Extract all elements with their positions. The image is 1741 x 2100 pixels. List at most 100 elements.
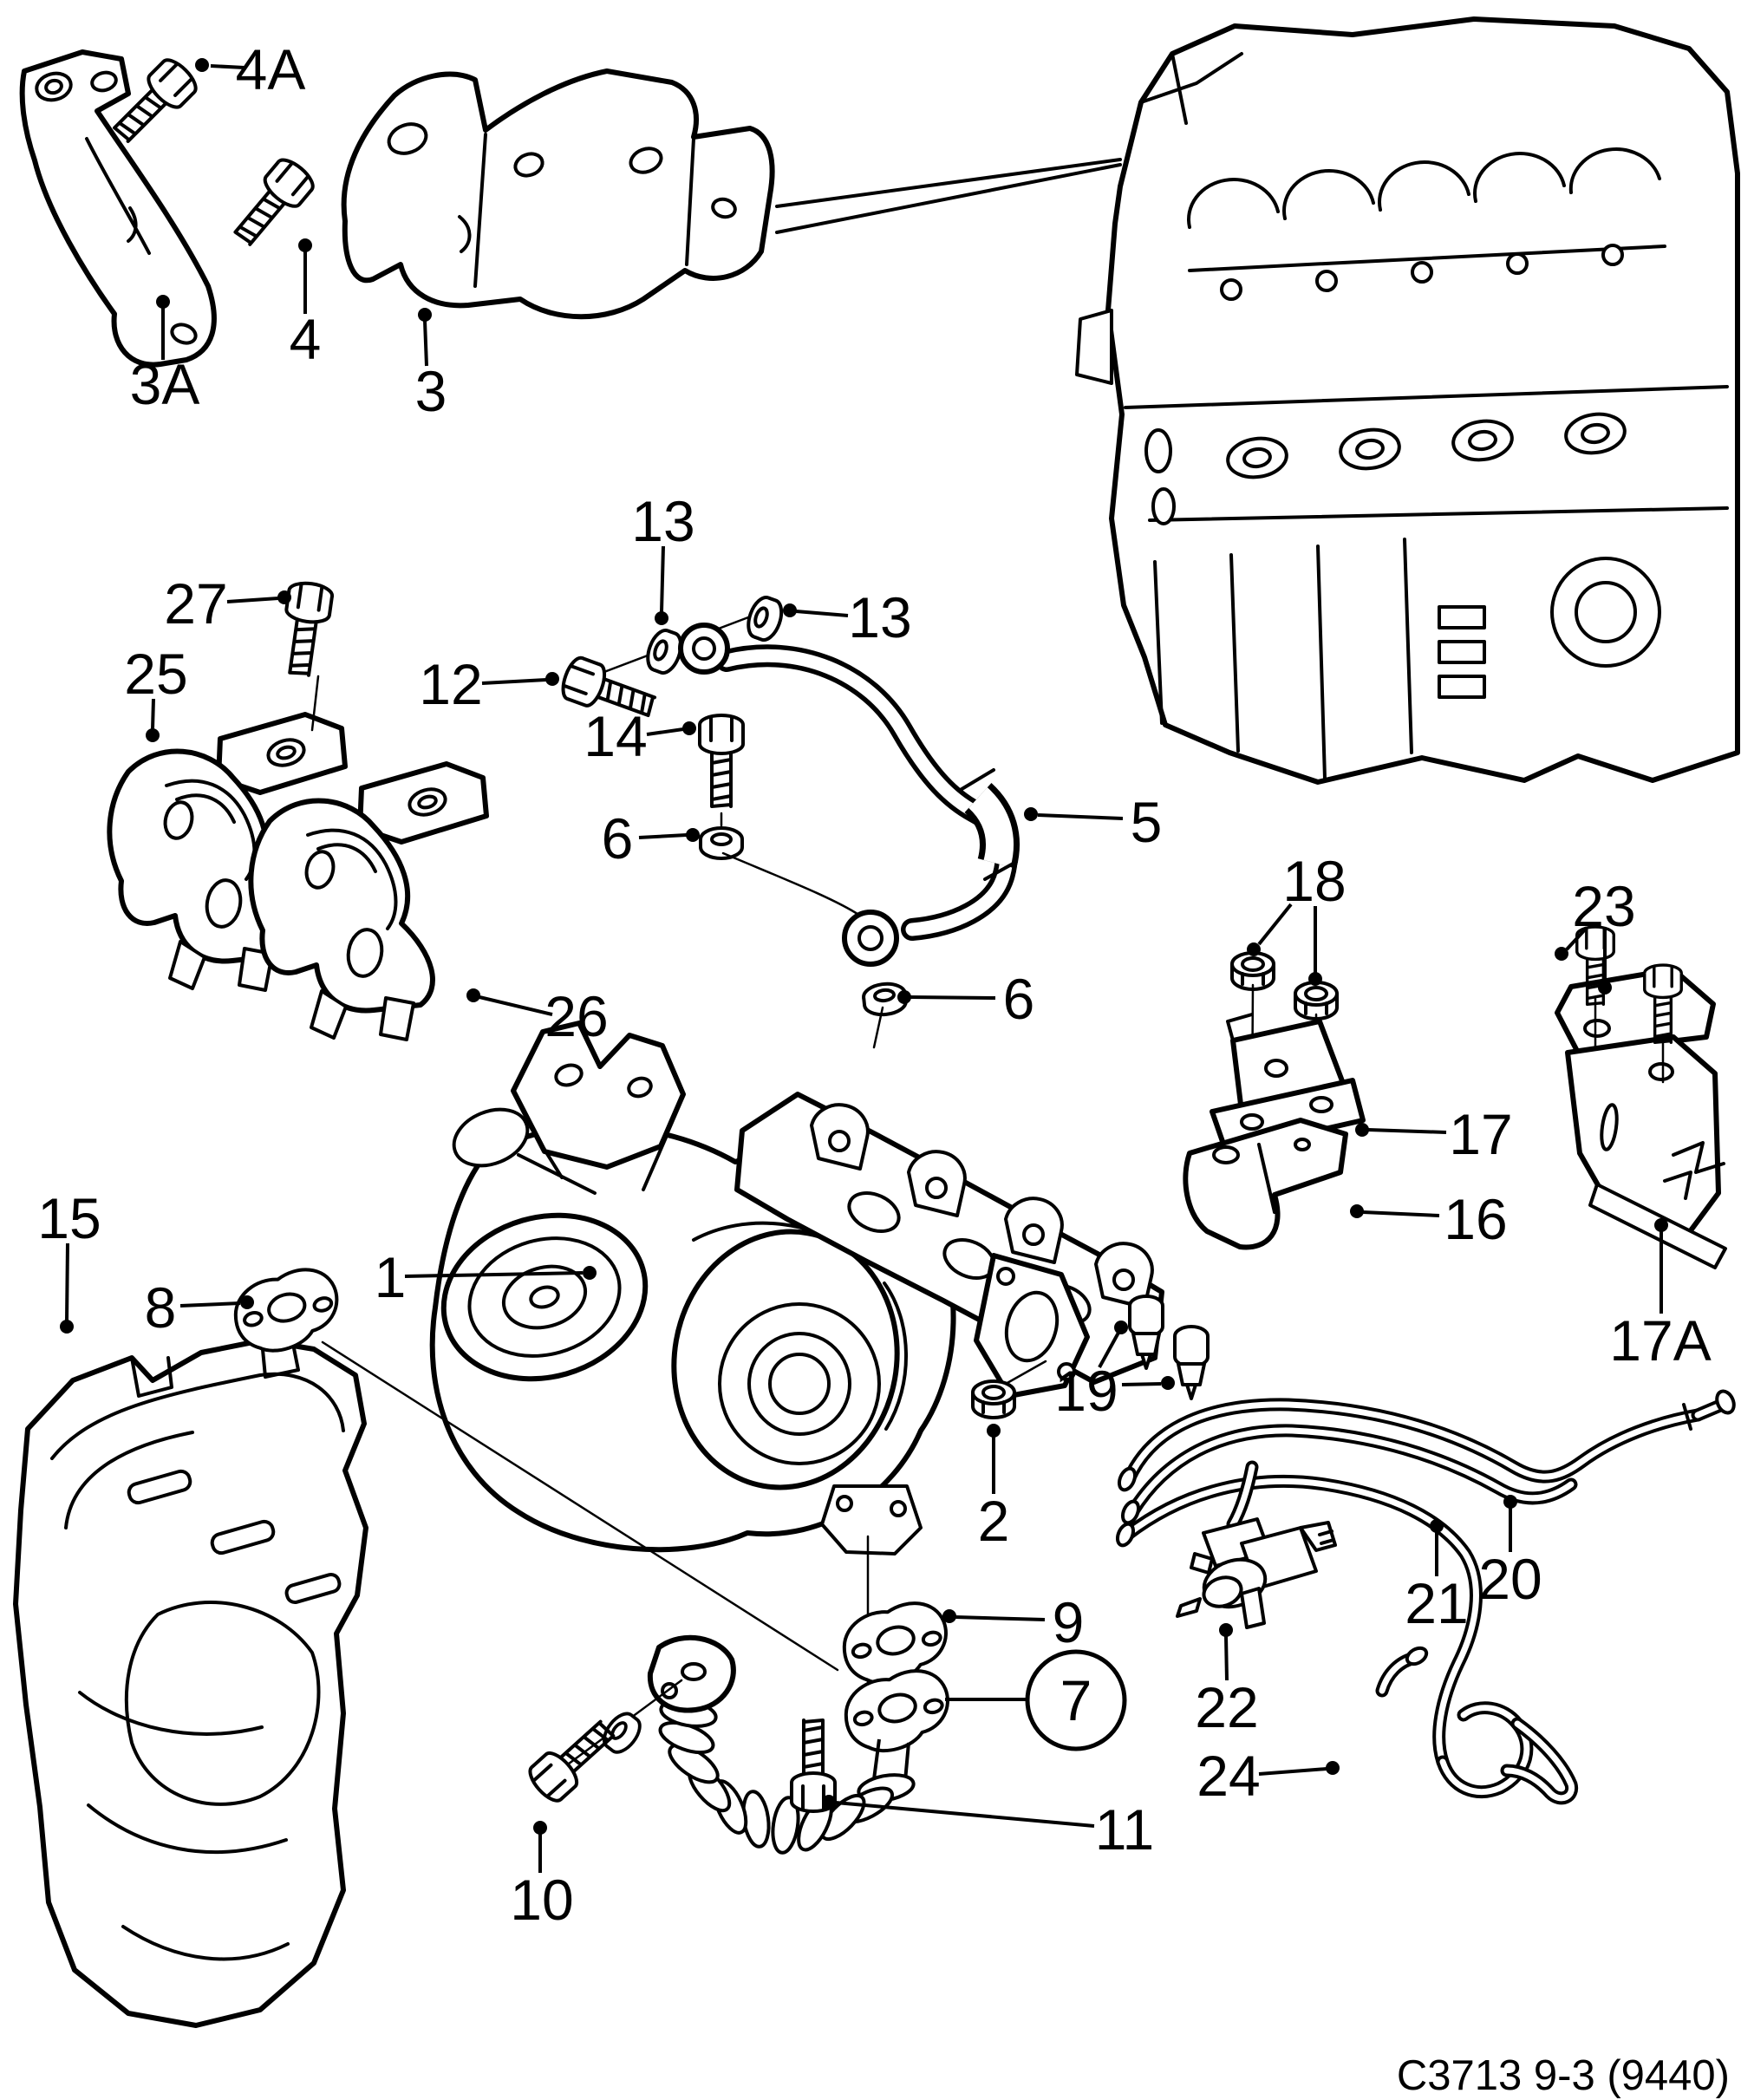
- leader-line: [1367, 1128, 1447, 1134]
- leader-dot: [533, 1821, 547, 1835]
- callout-4: 4: [290, 238, 322, 371]
- leader-dot: [156, 295, 170, 309]
- engine-pointer-lines: [775, 158, 1122, 234]
- callout-number: 5: [1131, 790, 1163, 854]
- callout-number: 22: [1195, 1675, 1258, 1739]
- leader-dot: [1503, 1495, 1517, 1509]
- callout-3A: 3A: [130, 295, 200, 416]
- leader-line: [1121, 1382, 1162, 1386]
- leader-dot: [1355, 1123, 1369, 1137]
- leader-dot: [942, 1609, 956, 1623]
- callout-number: 20: [1478, 1547, 1542, 1611]
- callout-18: 18: [1247, 849, 1347, 986]
- callout-number: 26: [544, 984, 608, 1048]
- callout-23: 23: [1555, 874, 1636, 995]
- callout-number: 21: [1405, 1571, 1468, 1635]
- leader-dot: [1247, 942, 1261, 956]
- callout-number: 6: [602, 806, 634, 871]
- callout-3: 3: [415, 308, 447, 423]
- callout-9: 9: [942, 1590, 1084, 1654]
- leader-line: [638, 833, 688, 839]
- leader-dot: [1114, 1321, 1128, 1334]
- leader-dot: [1555, 947, 1568, 961]
- oil-drain-flange: [820, 1484, 923, 1555]
- leader-dot: [1219, 1623, 1233, 1637]
- leader-line: [423, 320, 428, 367]
- bracket-3-drawing: [341, 68, 775, 320]
- leader-line: [179, 1301, 241, 1308]
- screw-27-drawing: [276, 578, 336, 732]
- callout-number: 27: [164, 571, 227, 636]
- leader-dot: [1024, 807, 1038, 821]
- callout-2: 2: [978, 1424, 1010, 1553]
- leader-line: [660, 545, 665, 613]
- callout-15: 15: [37, 1186, 101, 1334]
- callout-17: 17: [1355, 1102, 1513, 1166]
- callout-circle: [1025, 1649, 1127, 1751]
- callout-number: 10: [510, 1868, 573, 1932]
- leader-dot: [466, 988, 480, 1002]
- callout-14: 14: [584, 704, 696, 768]
- callout-number: 14: [584, 704, 647, 768]
- callout-number: 17: [1449, 1102, 1512, 1166]
- washer-6-upper: [699, 826, 744, 860]
- callout-number: 17A: [1609, 1308, 1711, 1373]
- leader-dot: [277, 590, 291, 604]
- bracket-26-drawing: [251, 764, 486, 1040]
- callout-13: 13: [783, 585, 912, 649]
- leader-dot: [897, 990, 911, 1004]
- leader-dot: [783, 603, 797, 617]
- callout-13: 13: [631, 489, 695, 625]
- leader-line: [210, 64, 245, 69]
- callout-number: 3A: [130, 352, 200, 416]
- callout-number: 11: [1095, 1797, 1155, 1862]
- gasket-7: [836, 1661, 959, 1761]
- leader-line: [404, 1271, 584, 1278]
- callout-6: 6: [602, 806, 700, 871]
- solenoid-valve-22-drawing: [1176, 1517, 1337, 1629]
- callout-number: 13: [631, 489, 694, 553]
- leader-dot: [298, 238, 312, 252]
- leader-line: [65, 1242, 69, 1321]
- callout-4A: 4A: [195, 37, 305, 101]
- nut-2-drawing: [971, 1360, 1047, 1419]
- callout-number: 4A: [236, 37, 306, 101]
- callout-21: 21: [1405, 1519, 1469, 1635]
- callout-number: 16: [1444, 1187, 1507, 1251]
- callout-number: 24: [1197, 1744, 1260, 1808]
- bracket-3a-drawing: [19, 49, 217, 368]
- leader-dot: [418, 308, 432, 322]
- callout-number: 3: [415, 359, 447, 423]
- leader-line: [479, 995, 553, 1016]
- callout-number: 4: [290, 307, 322, 371]
- leader-dot: [682, 721, 696, 735]
- callout-25: 25: [124, 642, 188, 742]
- screw-4-drawing: [224, 153, 320, 254]
- leader-line: [646, 727, 684, 736]
- leader-dot: [1430, 1519, 1444, 1533]
- callout-number: 18: [1282, 849, 1346, 913]
- turbocharger-drawing: [429, 1021, 1164, 1555]
- callout-number: 2: [978, 1489, 1010, 1553]
- screws-23-drawing: [1575, 925, 1683, 1084]
- callout-10: 10: [510, 1821, 574, 1932]
- callout-19: 19: [1054, 1321, 1175, 1423]
- leader-dot: [686, 828, 700, 842]
- leader-line: [1224, 1635, 1229, 1681]
- leader-line: [1362, 1210, 1440, 1217]
- leader-dot: [1161, 1376, 1175, 1390]
- leader-dot: [240, 1295, 254, 1309]
- bolt-14: [698, 714, 745, 808]
- callout-number: 23: [1572, 874, 1635, 938]
- callout-16: 16: [1350, 1187, 1508, 1251]
- leader-line: [1257, 903, 1293, 946]
- leader-line: [1565, 926, 1588, 951]
- callout-number: 13: [848, 585, 911, 649]
- callout-7: 7: [945, 1649, 1127, 1751]
- callout-number: 25: [124, 642, 187, 706]
- callout-1: 1: [375, 1245, 597, 1309]
- gasket-8-drawing: [225, 1260, 839, 1672]
- leader-line: [1037, 813, 1124, 820]
